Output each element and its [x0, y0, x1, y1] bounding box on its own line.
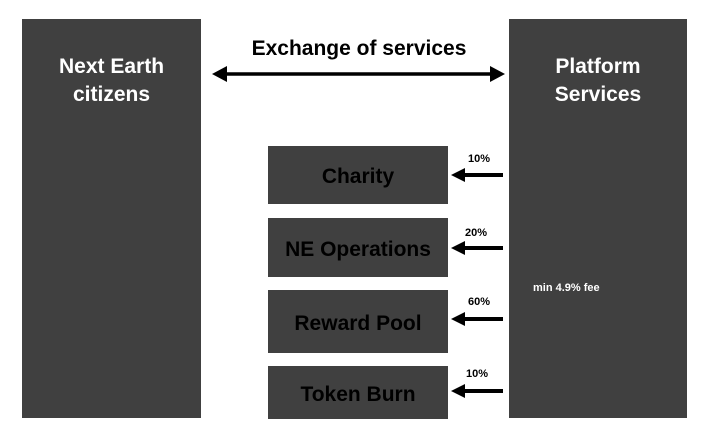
token-burn-label: Token Burn [300, 382, 416, 406]
charity-box: Charity [268, 146, 448, 204]
fee-note: min 4.9% fee [533, 282, 600, 294]
exchange-double-arrow [212, 66, 505, 82]
charity-percent: 10% [468, 153, 491, 165]
reward-pool-percent: 60% [468, 296, 491, 308]
panel-title-line: citizens [72, 83, 151, 106]
reward-pool-box: Reward Pool [268, 290, 448, 353]
reward-pool-label: Reward Pool [294, 311, 422, 335]
reward-pool-arrow [451, 312, 503, 326]
platform-services-panel: Platform Services [509, 19, 687, 418]
token-burn-percent: 10% [466, 368, 489, 380]
panel-title-line: Platform [555, 55, 641, 78]
next-earth-citizens-title: Next Earth citizens [22, 53, 201, 109]
ne-operations-label: NE Operations [285, 237, 431, 261]
ne-operations-arrow [451, 241, 503, 255]
ne-operations-box: NE Operations [268, 218, 448, 277]
charity-arrow [451, 168, 503, 182]
platform-services-title: Platform Services [509, 53, 687, 109]
token-burn-arrow [451, 384, 503, 398]
charity-label: Charity [321, 165, 395, 188]
exchange-of-services-label: Exchange of services [251, 37, 467, 60]
panel-title-line: Services [554, 83, 642, 106]
token-burn-box: Token Burn [268, 366, 448, 419]
next-earth-citizens-panel: Next Earth citizens [22, 19, 201, 418]
panel-title-line: Next Earth [58, 55, 165, 78]
ne-operations-percent: 20% [465, 227, 488, 239]
